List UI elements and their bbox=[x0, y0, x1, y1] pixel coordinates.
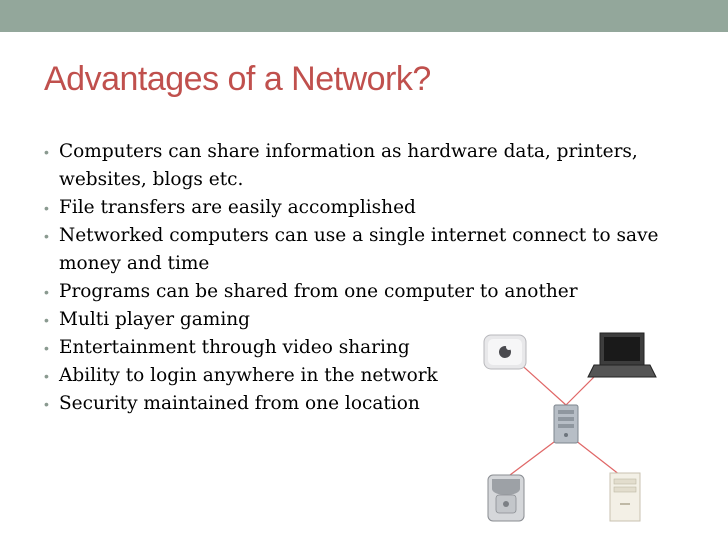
server-tower-icon bbox=[553, 404, 579, 444]
bullet-marker: • bbox=[44, 200, 49, 216]
desktop-tower-icon bbox=[609, 472, 641, 522]
bullet-item: • Multi player gaming bbox=[44, 306, 684, 334]
bullet-marker: • bbox=[44, 228, 49, 244]
bullet-marker: • bbox=[44, 312, 49, 328]
laptop-icon bbox=[587, 332, 657, 378]
bullet-item: • Networked computers can use a single i… bbox=[44, 222, 684, 278]
bullet-text: Ability to login anywhere in the network bbox=[59, 365, 438, 386]
bullet-text: Computers can share information as hardw… bbox=[59, 141, 638, 190]
bullet-text: File transfers are easily accomplished bbox=[59, 197, 416, 218]
bullet-marker: • bbox=[44, 368, 49, 384]
bullet-marker: • bbox=[44, 284, 49, 300]
bullet-marker: • bbox=[44, 340, 49, 356]
network-diagram bbox=[483, 332, 657, 522]
bullet-list: • Computers can share information as har… bbox=[44, 138, 684, 418]
bullet-item: • Ability to login anywhere in the netwo… bbox=[44, 362, 684, 390]
bullet-text: Multi player gaming bbox=[59, 309, 251, 330]
bullet-item: • Programs can be shared from one comput… bbox=[44, 278, 684, 306]
bullet-item: • Computers can share information as har… bbox=[44, 138, 684, 194]
slide-title: Advantages of a Network? bbox=[44, 60, 431, 98]
bullet-marker: • bbox=[44, 144, 49, 160]
bullet-text: Networked computers can use a single int… bbox=[59, 225, 659, 274]
bullet-item: • File transfers are easily accomplished bbox=[44, 194, 684, 222]
bullet-text: Entertainment through video sharing bbox=[59, 337, 410, 358]
apple-computer-icon bbox=[483, 334, 527, 370]
power-mac-g4-icon bbox=[487, 474, 525, 522]
bullet-item: • Security maintained from one location bbox=[44, 390, 684, 418]
bullet-text: Security maintained from one location bbox=[59, 393, 420, 414]
bullet-text: Programs can be shared from one computer… bbox=[59, 281, 578, 302]
top-color-band bbox=[0, 0, 728, 32]
bullet-item: • Entertainment through video sharing bbox=[44, 334, 684, 362]
bullet-marker: • bbox=[44, 396, 49, 412]
